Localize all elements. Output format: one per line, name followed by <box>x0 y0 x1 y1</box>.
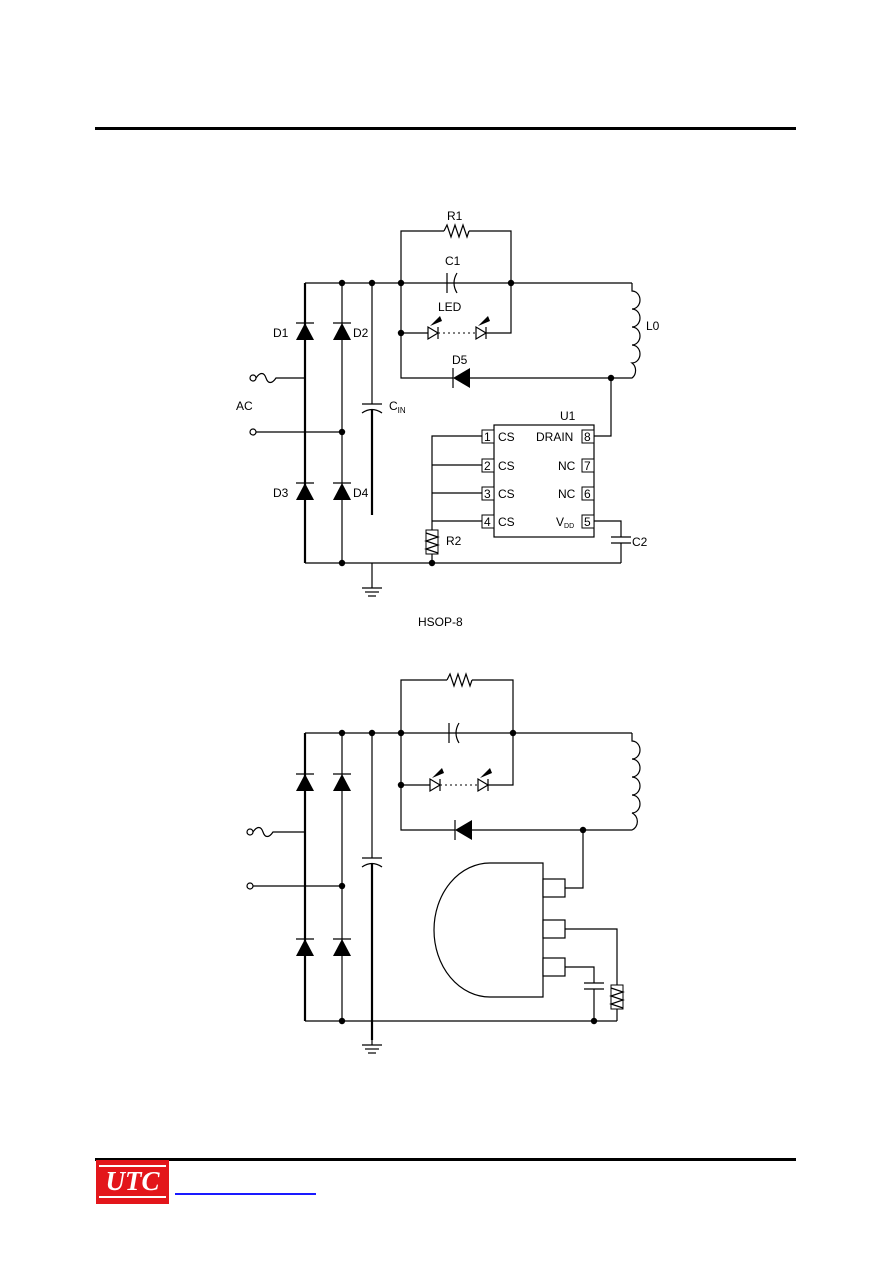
label-d5: D5 <box>452 353 468 367</box>
label-c1: C1 <box>445 254 461 268</box>
label-c2: C2 <box>632 535 648 549</box>
pin-name: DRAIN <box>536 430 573 444</box>
caption-hsop8: HSOP-8 <box>418 615 463 629</box>
pin-number: 6 <box>584 487 591 501</box>
diagram-to92 <box>246 672 641 1054</box>
pin-name: CS <box>498 459 515 473</box>
logo-stripe-bottom <box>99 1196 166 1198</box>
diode-bridge-bottom-right <box>333 938 351 956</box>
label-l0: L0 <box>646 319 660 333</box>
pin-number: 7 <box>584 459 591 473</box>
diode-d4 <box>333 482 351 500</box>
label-u1: U1 <box>560 409 576 423</box>
diode-bridge-top-right <box>333 773 351 791</box>
pin-name-main: V <box>556 515 564 529</box>
logo-stripe-top <box>99 1165 166 1167</box>
label-d4: D4 <box>353 486 369 500</box>
logo-text: UTC <box>105 1166 160 1196</box>
pin-name-sub: DD <box>564 523 574 530</box>
pin-number: 2 <box>484 459 491 473</box>
pin-number: 1 <box>484 430 491 444</box>
pin-number: 3 <box>484 487 491 501</box>
ground-symbol <box>362 587 382 597</box>
label-ac: AC <box>236 399 253 413</box>
diagram-hsop8: R1 C1 LED L0 D1 D2 D3 D4 D5 AC CIN U1 R2… <box>236 209 660 629</box>
label-cin: CIN <box>389 399 406 415</box>
diode-d1 <box>296 322 314 340</box>
ground-symbol <box>362 1044 382 1054</box>
footer-rule <box>95 1158 796 1161</box>
label-r2: R2 <box>446 534 462 548</box>
label-d2: D2 <box>353 326 369 340</box>
pin-name: NC <box>558 459 576 473</box>
footer-link-underline[interactable] <box>175 1193 316 1195</box>
pin-name: CS <box>498 487 515 501</box>
pin-number: 8 <box>584 430 591 444</box>
utc-logo: UTC <box>96 1160 169 1204</box>
pin-name: CS <box>498 515 515 529</box>
label-r1: R1 <box>447 209 463 223</box>
label-d1: D1 <box>273 326 289 340</box>
ic-to92-package <box>433 862 544 998</box>
pin-name-vdd: VDD <box>556 515 574 530</box>
label-d3: D3 <box>273 486 289 500</box>
header-rule <box>95 127 796 130</box>
pin-number: 5 <box>584 515 591 529</box>
label-led: LED <box>438 300 462 314</box>
pin-name: CS <box>498 430 515 444</box>
diode-d2 <box>333 322 351 340</box>
label-cin-main: C <box>389 399 398 413</box>
diode-bridge-top-left <box>296 773 314 791</box>
pin-name: NC <box>558 487 576 501</box>
label-cin-sub: IN <box>398 406 406 415</box>
ic-u1 <box>493 424 595 538</box>
pin-number: 4 <box>484 515 491 529</box>
diode-bridge-bottom-left <box>296 938 314 956</box>
diode-d3 <box>296 482 314 500</box>
